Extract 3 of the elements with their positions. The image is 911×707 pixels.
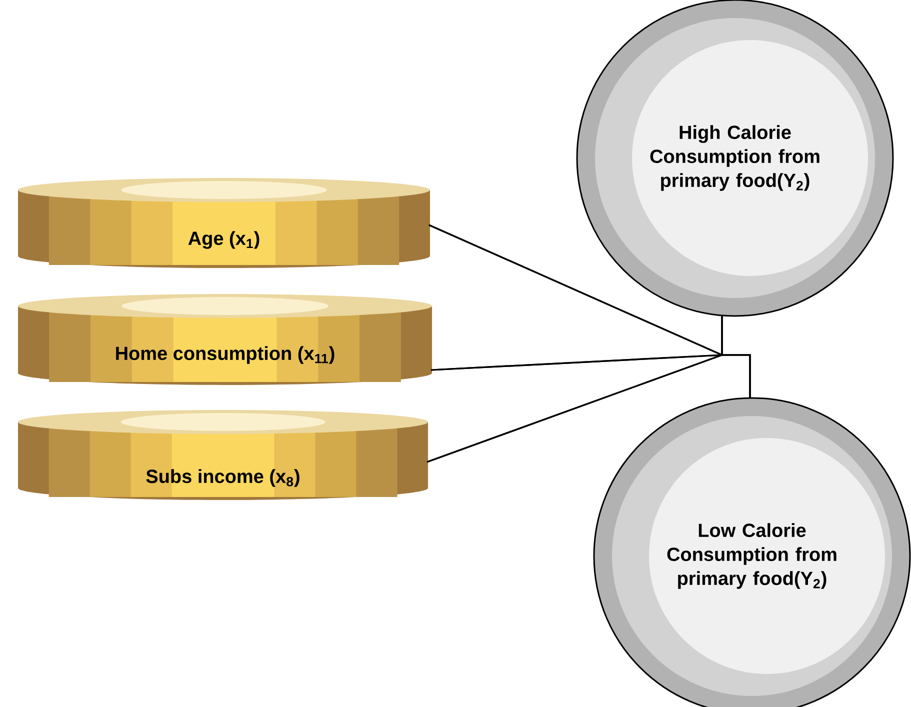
circle-label: High Calorie Consumption from primary food(Y$_{2}$) [650,125,820,191]
connector-line [426,354,751,463]
circle-label: Low Calorie Consumption from primary food(Y$_{2}$) [667,523,836,589]
